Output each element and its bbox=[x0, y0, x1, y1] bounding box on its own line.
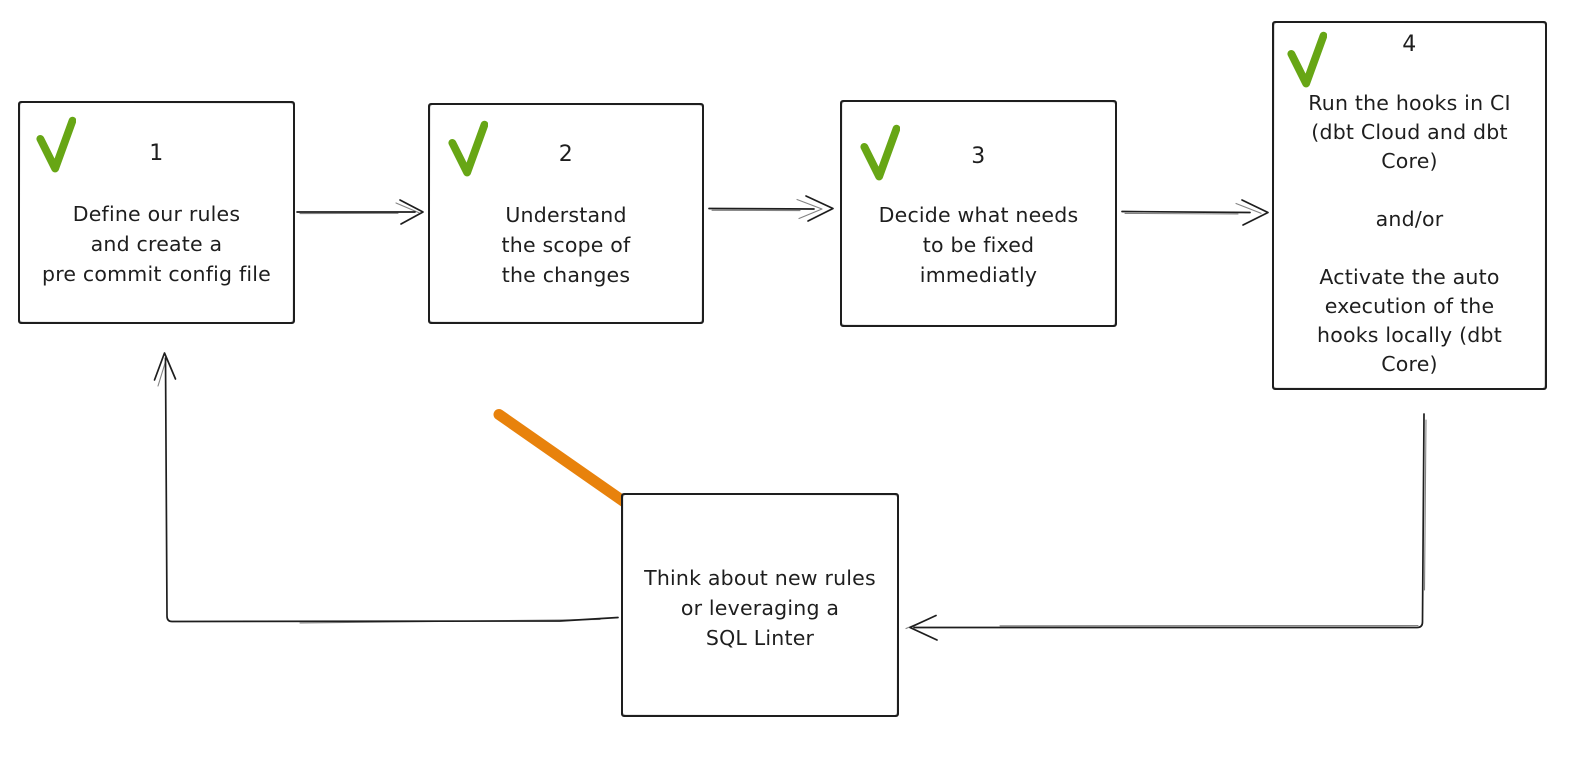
node-step-4: 4 Run the hooks in CI (dbt Cloud and dbt… bbox=[1272, 21, 1547, 390]
check-icon bbox=[36, 116, 76, 173]
node-think-new-rules: Think about new rules or leveraging a SQ… bbox=[621, 493, 899, 717]
arrow-step4-think bbox=[905, 413, 1427, 641]
check-icon bbox=[448, 120, 488, 177]
node-number: 4 bbox=[1402, 32, 1417, 57]
node-text: Define our rules and create a pre commit… bbox=[42, 202, 271, 286]
node-text: Understand the scope of the changes bbox=[501, 203, 631, 287]
node-text: Decide what needs to be fixed immediatly bbox=[878, 203, 1079, 287]
node-number: 3 bbox=[971, 144, 986, 169]
arrow-think-step1 bbox=[153, 352, 619, 624]
node-number: 1 bbox=[149, 141, 164, 166]
arrow-step1-step2 bbox=[296, 199, 424, 225]
node-step-3: 3 Decide what needs to be fixed immediat… bbox=[840, 100, 1117, 327]
node-step-1: 1 Define our rules and create a pre comm… bbox=[18, 101, 295, 324]
node-text: Run the hooks in CI (dbt Cloud and dbt C… bbox=[1308, 91, 1511, 376]
arrow-step3-step4 bbox=[1121, 199, 1269, 226]
node-number: 2 bbox=[558, 142, 574, 167]
check-icon bbox=[1287, 31, 1327, 88]
check-icon bbox=[860, 124, 900, 181]
node-step-2: 2 Understand the scope of the changes bbox=[428, 103, 704, 324]
node-text: Think about new rules or leveraging a SQ… bbox=[644, 566, 876, 650]
arrow-step2-step3 bbox=[708, 195, 834, 222]
